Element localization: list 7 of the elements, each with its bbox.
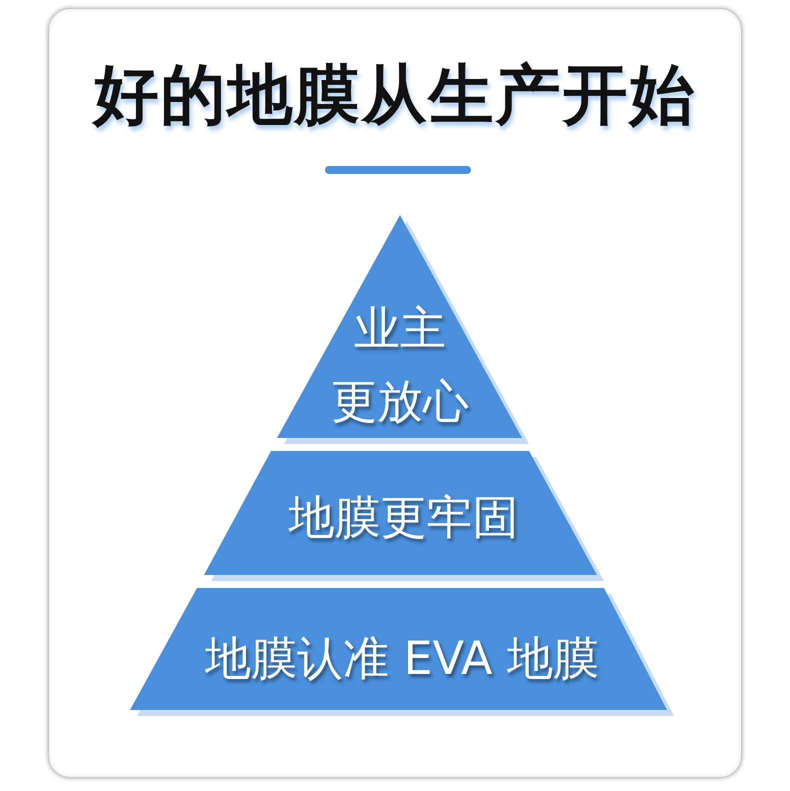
- tier-label: 地膜认准 EVA 地膜: [204, 630, 600, 687]
- pyramid-base-tier: [128, 588, 676, 716]
- pyramid-middle-tier: [202, 451, 605, 581]
- pyramid-top-tier: [275, 215, 531, 444]
- tier-label: 地膜更牢固: [288, 489, 518, 546]
- tier-label: 业主更放心: [331, 301, 469, 428]
- title: 好的地膜从生产开始: [94, 58, 696, 133]
